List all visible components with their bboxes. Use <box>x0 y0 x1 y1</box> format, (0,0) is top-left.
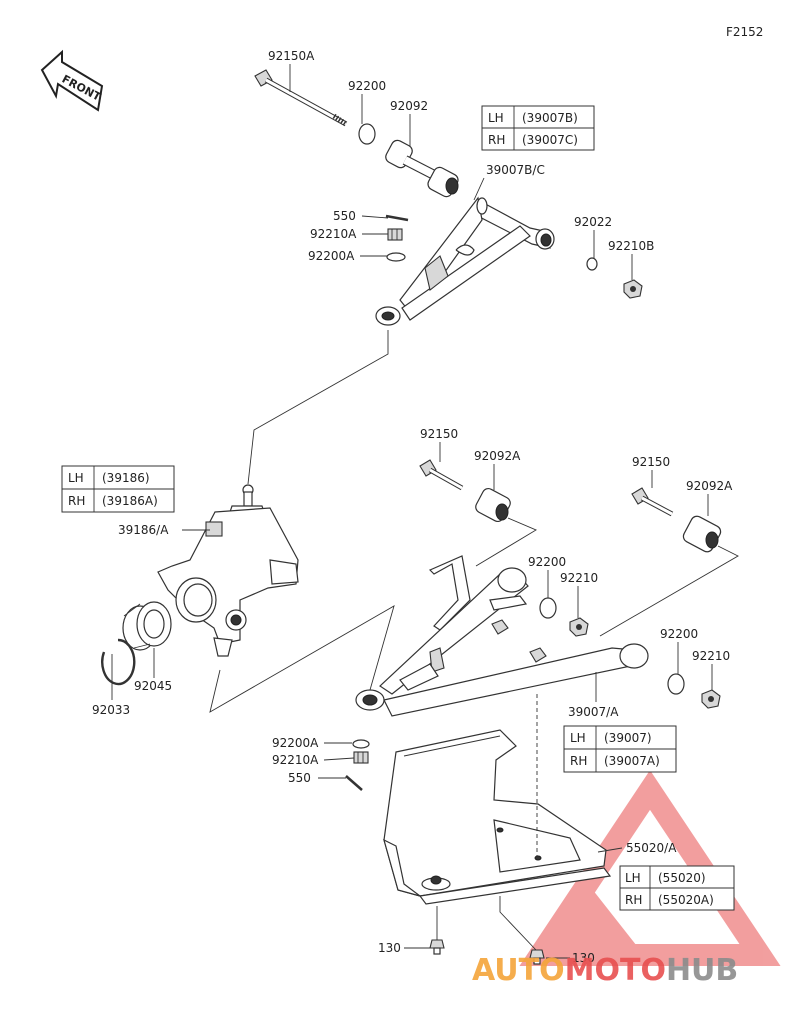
lower-arm-39007a <box>355 555 649 717</box>
table-upper-arm: LH (39007B) RH (39007C) <box>481 105 595 151</box>
callout-39186a: 39186/A <box>118 523 169 537</box>
bolt-92150a <box>254 69 348 127</box>
bolt-130-left <box>429 939 445 955</box>
nut-92210b <box>623 279 643 299</box>
table-knuckle-side-lh: LH <box>68 471 84 485</box>
callout-55020a: 55020/A <box>626 841 677 855</box>
table-knuckle-part-rh: (39186A) <box>102 494 158 508</box>
bushing-92092a-right <box>682 515 722 553</box>
knuckle-39186a <box>157 484 299 657</box>
callout-130-left: 130 <box>378 941 401 955</box>
callout-92033: 92033 <box>92 703 130 717</box>
table-guard-part-rh: (55020A) <box>658 893 714 907</box>
bolt-92150-right <box>631 487 674 517</box>
callout-92150-left: 92150 <box>420 427 458 441</box>
callout-130-right: 130 <box>572 951 595 965</box>
callout-92045: 92045 <box>134 679 172 693</box>
castle-nut-92210a-lower <box>353 751 369 764</box>
figure-code: F2152 <box>726 25 763 39</box>
callout-92210-right: 92210 <box>692 649 730 663</box>
table-upper-arm-part-rh: (39007C) <box>522 133 578 147</box>
table-knuckle: LH (39186) RH (39186A) <box>61 465 175 513</box>
watermark-text: AUTOMOTOHUB <box>472 953 738 988</box>
bolt-92150-left <box>419 459 464 491</box>
front-arrow-icon: FRONT <box>40 49 103 112</box>
upper-arm-39007bc <box>375 196 555 326</box>
washer-92200a-lower <box>352 739 370 749</box>
table-lower-arm: LH (39007) RH (39007A) <box>563 725 677 773</box>
callout-39007bc: 39007B/C <box>486 163 545 177</box>
table-upper-arm-part-lh: (39007B) <box>522 111 578 125</box>
callout-92200-mid: 92200 <box>528 555 566 569</box>
washer-92200-right <box>667 673 685 695</box>
table-guard-side-lh: LH <box>625 871 641 885</box>
watermark-inner-triangle-icon <box>530 880 640 950</box>
leader-lines <box>111 64 713 959</box>
callout-92210a-lower: 92210A <box>272 753 319 767</box>
guard-55020a <box>383 729 612 905</box>
callout-92150a: 92150A <box>268 49 315 63</box>
watermark-part-hub: HUB <box>666 953 738 988</box>
callout-92092a-right: 92092A <box>686 479 733 493</box>
washer-92200-upper <box>358 123 376 145</box>
table-guard-part-lh: (55020) <box>658 871 706 885</box>
table-upper-arm-side-lh: LH <box>488 111 504 125</box>
bearing-92045 <box>122 601 172 651</box>
callout-550-top: 550 <box>333 209 356 223</box>
watermark-part-auto: AUTO <box>472 953 565 988</box>
callout-92210-mid: 92210 <box>560 571 598 585</box>
callout-92022: 92022 <box>574 215 612 229</box>
bushing-92092 <box>385 139 459 198</box>
table-lower-arm-side-lh: LH <box>570 731 586 745</box>
bolt-130-right <box>529 949 545 965</box>
cotter-pin-550-lower <box>345 775 363 791</box>
watermark-part-moto: MOTO <box>565 953 666 988</box>
nut-92210-right <box>701 689 721 709</box>
callout-92210a-top: 92210A <box>310 227 357 241</box>
nut-92210-mid <box>569 617 589 637</box>
table-lower-arm-side-rh: RH <box>570 754 587 768</box>
assembly-lines <box>209 330 739 951</box>
table-guard: LH (55020) RH (55020A) <box>619 865 735 911</box>
table-lower-arm-part-rh: (39007A) <box>604 754 660 768</box>
table-knuckle-side-rh: RH <box>68 494 85 508</box>
washer-92022 <box>586 257 598 271</box>
table-knuckle-part-lh: (39186) <box>102 471 150 485</box>
snap-ring-92033 <box>101 638 136 686</box>
table-upper-arm-side-rh: RH <box>488 133 505 147</box>
callout-92200-right: 92200 <box>660 627 698 641</box>
callout-92210b: 92210B <box>608 239 654 253</box>
callout-550-lower: 550 <box>288 771 311 785</box>
bushing-92092a-left <box>475 487 511 523</box>
washer-92200a-upper <box>386 252 406 262</box>
cotter-pin-550-upper <box>385 214 409 222</box>
castle-nut-92210a-upper <box>387 228 403 241</box>
callout-92200a-lower: 92200A <box>272 736 319 750</box>
callout-92200-top: 92200 <box>348 79 386 93</box>
callout-92200a-top: 92200A <box>308 249 355 263</box>
callout-92092: 92092 <box>390 99 428 113</box>
table-lower-arm-part-lh: (39007) <box>604 731 652 745</box>
callout-92092a-left: 92092A <box>474 449 521 463</box>
table-guard-side-rh: RH <box>625 893 642 907</box>
callout-39007a: 39007/A <box>568 705 619 719</box>
callout-92150-right: 92150 <box>632 455 670 469</box>
washer-92200-mid <box>539 597 557 619</box>
